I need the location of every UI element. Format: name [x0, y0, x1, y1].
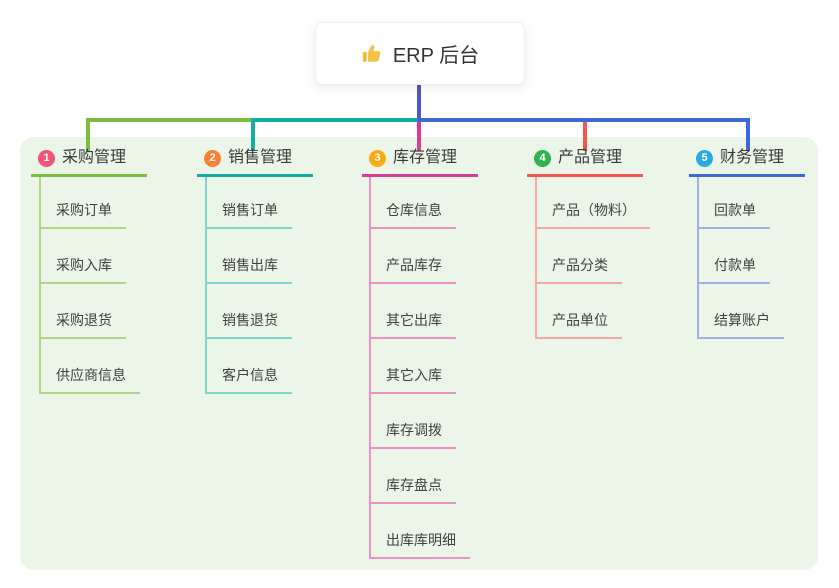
branch-label: 采购管理	[62, 149, 127, 166]
branches-panel	[20, 137, 818, 570]
root-title: ERP 后台	[392, 45, 480, 67]
child-node[interactable]: 销售出库	[205, 255, 292, 284]
thumbs-up-icon	[361, 43, 383, 65]
child-node[interactable]: 采购订单	[39, 200, 126, 229]
branch-node-5[interactable]: 5 财务管理	[689, 147, 805, 177]
branch-rail	[535, 176, 537, 339]
child-node[interactable]: 销售订单	[205, 200, 292, 229]
connector-segment-left	[86, 118, 253, 122]
child-node[interactable]: 回款单	[697, 200, 770, 229]
connector-trunk	[417, 84, 421, 122]
branch-label: 销售管理	[228, 149, 293, 166]
child-node[interactable]: 其它入库	[369, 365, 456, 394]
child-node[interactable]: 库存盘点	[369, 475, 456, 504]
child-node[interactable]: 采购入库	[39, 255, 126, 284]
connector-drop-branch-3	[417, 118, 421, 151]
connector-segment-right	[417, 118, 750, 122]
child-node[interactable]: 产品单位	[535, 310, 622, 339]
child-node[interactable]: 产品库存	[369, 255, 456, 284]
branch-label: 产品管理	[558, 149, 623, 166]
branch-rail	[39, 176, 41, 394]
child-node[interactable]: 供应商信息	[39, 365, 140, 394]
connector-segment-mid	[251, 118, 419, 122]
branch-node-3[interactable]: 3 库存管理	[362, 147, 478, 177]
child-node[interactable]: 仓库信息	[369, 200, 456, 229]
child-node[interactable]: 出库库明细	[369, 530, 470, 559]
child-node[interactable]: 其它出库	[369, 310, 456, 339]
branch-label: 库存管理	[393, 149, 458, 166]
branch-rail	[697, 176, 699, 339]
branch-number-badge: 2	[204, 149, 221, 167]
branch-rail	[369, 176, 371, 559]
branch-number-badge: 1	[38, 149, 55, 167]
child-node[interactable]: 付款单	[697, 255, 770, 284]
connector-drop-branch-5	[746, 118, 750, 151]
child-node[interactable]: 客户信息	[205, 365, 292, 394]
branch-number-badge: 5	[696, 149, 713, 167]
branch-rail	[205, 176, 207, 394]
branch-node-4[interactable]: 4 产品管理	[527, 147, 643, 177]
child-node[interactable]: 产品分类	[535, 255, 622, 284]
branch-node-2[interactable]: 2 销售管理	[197, 147, 313, 177]
child-node[interactable]: 销售退货	[205, 310, 292, 339]
branch-node-1[interactable]: 1 采购管理	[31, 147, 147, 177]
branch-label: 财务管理	[720, 149, 785, 166]
child-node[interactable]: 结算账户	[697, 310, 784, 339]
branch-number-badge: 3	[369, 149, 386, 167]
branch-number-badge: 4	[534, 149, 551, 167]
connector-drop-branch-1	[86, 118, 90, 151]
connector-drop-branch-4	[583, 118, 587, 151]
child-node[interactable]: 库存调拨	[369, 420, 456, 449]
root-node[interactable]: ERP 后台	[315, 22, 525, 85]
child-node[interactable]: 采购退货	[39, 310, 126, 339]
child-node[interactable]: 产品（物料）	[535, 200, 650, 229]
connector-drop-branch-2	[251, 118, 255, 151]
